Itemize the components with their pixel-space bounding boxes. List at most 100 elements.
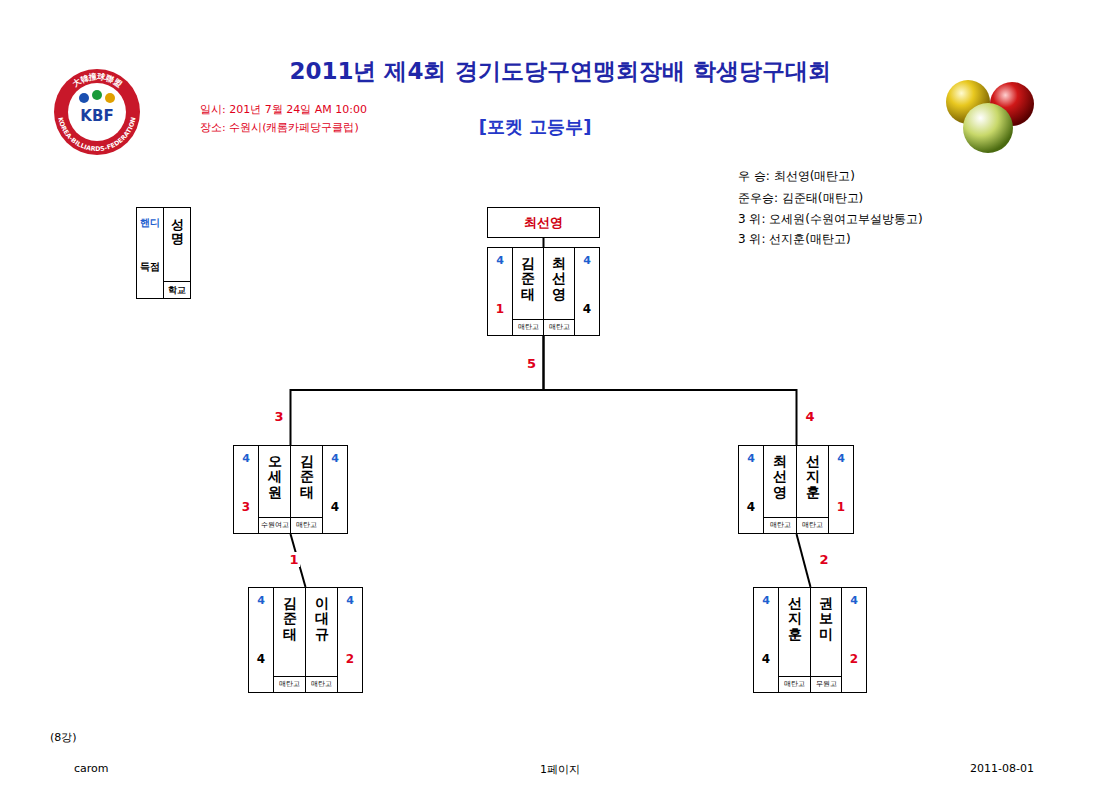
- winner-name: 최선영: [488, 208, 599, 237]
- school-row: 매탄고: [544, 319, 574, 335]
- school-row: 매탄고: [274, 676, 305, 692]
- name-column: 선지훈매탄고: [778, 588, 810, 692]
- label: 장소: 수원시(캐롬카페당구클럽): [200, 120, 359, 135]
- name-column: 권보미무원고: [811, 588, 842, 692]
- side-column: 42: [338, 588, 362, 692]
- bracket-line: [797, 534, 811, 587]
- match-number: 2: [819, 552, 830, 567]
- legend-box: 핸디득점성명학교: [136, 207, 191, 299]
- score: 1: [829, 500, 853, 514]
- side-column: 44: [249, 588, 273, 692]
- match-number: 4: [805, 409, 816, 424]
- name-column: 최선영매탄고: [763, 446, 796, 533]
- name-column: 김준태매탄고: [273, 588, 305, 692]
- label: 3 위: 선지훈(매탄고): [738, 231, 851, 248]
- name-column: 김준태매탄고: [512, 248, 543, 335]
- side-column: 43: [234, 446, 258, 533]
- side-column: 42: [842, 588, 866, 692]
- score: 4: [575, 302, 599, 316]
- school: 매탄고: [513, 320, 543, 335]
- school-row: 수원여고: [259, 517, 290, 533]
- player-box: 44최선영매탄고: [738, 445, 797, 534]
- legend-column: 성명학교: [164, 208, 190, 298]
- label: (8강): [50, 730, 77, 745]
- legend-handicap: 핸디: [137, 216, 163, 230]
- logo-center: [68, 83, 126, 141]
- school: 매탄고: [291, 518, 322, 533]
- school: 매탄고: [797, 518, 828, 533]
- handicap: 4: [754, 594, 778, 607]
- school: 매탄고: [306, 677, 337, 692]
- legend-column: 핸디득점: [137, 208, 164, 298]
- name-column: 선지훈매탄고: [797, 446, 829, 533]
- handicap: 4: [323, 452, 347, 465]
- logo-ring: [54, 69, 140, 155]
- player-name: 최선영: [773, 454, 787, 500]
- score: 2: [842, 652, 866, 666]
- player-name: 오세원: [268, 454, 282, 500]
- handicap: 4: [575, 254, 599, 267]
- handicap: 4: [234, 452, 258, 465]
- logo-text: KBF: [80, 107, 113, 125]
- player-name: 김준태: [521, 256, 535, 302]
- handicap: 4: [249, 594, 273, 607]
- logo-ring-text: 大韓撞球聯盟: [71, 72, 123, 89]
- handicap: 4: [842, 594, 866, 607]
- side-column: 44: [575, 248, 599, 335]
- name-column: 이대규매탄고: [306, 588, 338, 692]
- side-column: 41: [829, 446, 853, 533]
- player-name: 김준태: [300, 454, 314, 500]
- label: [포켓 고등부]: [479, 115, 592, 139]
- logo-dot: [105, 93, 115, 103]
- score: 4: [323, 500, 347, 514]
- player-name: 권보미: [819, 596, 833, 642]
- winner-box: 최선영: [487, 207, 600, 238]
- school-row: 매탄고: [306, 676, 337, 692]
- school: 매탄고: [764, 518, 796, 533]
- school: 매탄고: [544, 320, 574, 335]
- ball: [963, 103, 1013, 153]
- school-row: 매탄고: [291, 517, 322, 533]
- handicap: 4: [739, 452, 763, 465]
- player-box: 44김준태매탄고: [290, 445, 348, 534]
- label: 준우승: 김준태(매탄고): [738, 190, 863, 207]
- school: 매탄고: [274, 677, 305, 692]
- legend-school-row: 학교: [164, 281, 190, 298]
- name-column: 오세원수원여고: [258, 446, 290, 533]
- school-row: 매탄고: [764, 517, 796, 533]
- match-number: 5: [525, 356, 538, 371]
- player-name: 김준태: [283, 596, 297, 642]
- kbf-logo: KOREA-BILLIARDS-FEDERATION 大韓撞球聯盟: [54, 69, 140, 155]
- label: 1페이지: [540, 762, 580, 777]
- name-column: 김준태매탄고: [291, 446, 323, 533]
- handicap: 4: [488, 254, 512, 267]
- billiard-balls: [946, 80, 1034, 153]
- match-number: 1: [289, 552, 300, 567]
- label: 2011-08-01: [970, 762, 1034, 775]
- match-number: 3: [274, 409, 285, 424]
- player-box: 43오세원수원여고: [233, 445, 291, 534]
- side-column: 44: [754, 588, 778, 692]
- score: 4: [249, 652, 273, 666]
- score: 4: [754, 652, 778, 666]
- player-name: 선지훈: [788, 596, 802, 642]
- score: 3: [234, 500, 258, 514]
- handicap: 4: [829, 452, 853, 465]
- school-row: 무원고: [811, 676, 841, 692]
- school-row: 매탄고: [513, 319, 543, 335]
- score: 2: [338, 652, 362, 666]
- bracket-line: [544, 336, 797, 445]
- title: 2011년 제4회 경기도당구연맹회장배 학생당구대회: [0, 56, 1120, 87]
- legend-score: 득점: [137, 260, 163, 274]
- score: 1: [488, 302, 512, 316]
- player-box: 44선지훈매탄고: [753, 587, 811, 693]
- player-box: 44김준태매탄고: [248, 587, 306, 693]
- side-column: 44: [323, 446, 347, 533]
- label: 우 승: 최선영(매탄고): [738, 168, 855, 185]
- legend-school: 학교: [164, 282, 190, 298]
- player-name: 최선영: [552, 256, 566, 302]
- school-row: 매탄고: [779, 676, 810, 692]
- player-name: 이대규: [315, 596, 329, 642]
- player-box: 41선지훈매탄고: [796, 445, 854, 534]
- school-row: 매탄고: [797, 517, 828, 533]
